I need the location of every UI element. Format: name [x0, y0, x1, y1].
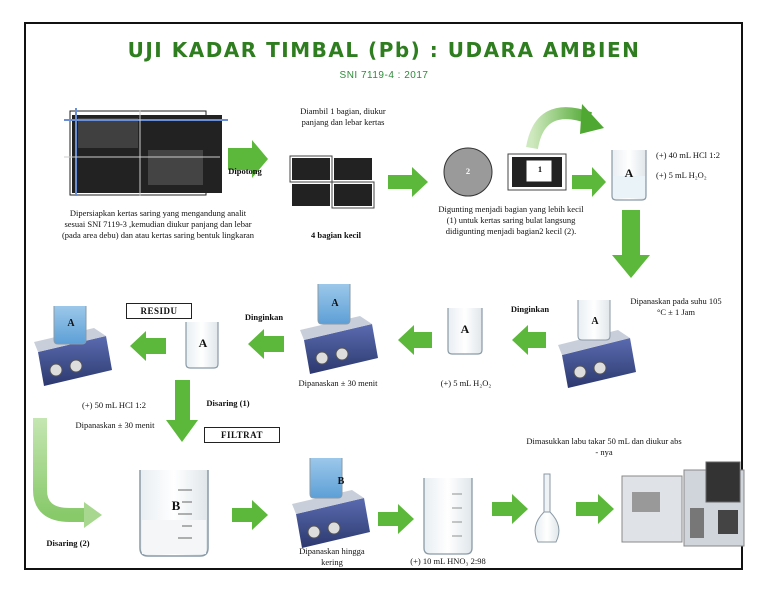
page-subtitle: SNI 7119-4 : 2017	[339, 70, 429, 81]
beaker-a-label-1: A	[624, 166, 634, 180]
beaker-b-label-1: B	[171, 498, 181, 513]
beaker-a-label-6: A	[67, 318, 75, 329]
step-take-one-text: Diambil 1 bagian, diukur panjang dan leb…	[300, 106, 386, 127]
beaker-b-label-2: B	[337, 476, 345, 487]
cool-label-2: Dinginkan	[244, 312, 284, 322]
step-flask-abs-text: Dimasukkan labu takar 50 mL dan diukur a…	[526, 436, 682, 457]
filter-1-label: Disaring (1)	[206, 398, 250, 408]
beaker-hno3	[423, 478, 473, 555]
step-heat-30b-text: Dipanaskan ± 30 menit	[75, 420, 155, 430]
page-title: UJI KADAR TIMBAL (Pb) : UDARA AMBIEN	[127, 38, 641, 62]
step-heat-dry-text: Dipanaskan hingga kering	[299, 546, 365, 567]
beaker-a-label-2: A	[591, 316, 599, 327]
beaker-b-large	[139, 470, 209, 557]
reagent-hno3: (+) 10 mL HNO₃ 2:98	[410, 556, 486, 566]
reagent-h2o2-row2: (+) 5 mL H₂O₂	[440, 378, 492, 388]
step-heat-30-text: Dipanaskan ± 30 menit	[298, 378, 378, 388]
step-heat-105-text: Dipanaskan pada suhu 105 °C ± 1 Jam	[630, 296, 722, 317]
aas-instrument	[621, 461, 745, 547]
hotplate-1	[558, 300, 636, 388]
hotplate-4	[292, 458, 370, 548]
residu-label: RESIDU	[126, 303, 192, 319]
four-parts-image	[289, 155, 375, 209]
beaker-a-label-4: A	[331, 298, 339, 309]
step-cut-small-text: Digunting menjadi bagian yang lebih keci…	[438, 204, 584, 236]
reagent-h2o2-5: (+) 5 mL H₂O₂	[656, 170, 707, 180]
filtrat-label: FILTRAT	[204, 427, 280, 443]
beaker-a-label-5: A	[198, 336, 208, 350]
step-prepare-text: Dipersiapkan kertas saring yang mengandu…	[61, 208, 255, 240]
reagent-hcl-50: (+) 50 mL HCl 1:2	[82, 400, 146, 410]
step-cut-label: Dipotong	[228, 166, 262, 176]
hotplate-3	[34, 306, 112, 386]
cool-label-1: Dinginkan	[510, 304, 550, 314]
beaker-a-1	[611, 150, 647, 201]
reagent-hcl-40: (+) 40 mL HCl 1:2	[656, 150, 720, 160]
four-parts-label: 4 bagian kecil	[310, 230, 362, 240]
part-1-label: 1	[537, 164, 543, 174]
hotplate-2	[300, 284, 378, 374]
flow-arrows	[130, 140, 650, 534]
filter-2-label: Disaring (2)	[46, 538, 90, 548]
circle-part-2-label: 2	[465, 166, 471, 176]
beaker-a-label-3: A	[460, 322, 470, 336]
volumetric-flask	[534, 473, 560, 543]
filter-paper-image	[64, 108, 228, 196]
